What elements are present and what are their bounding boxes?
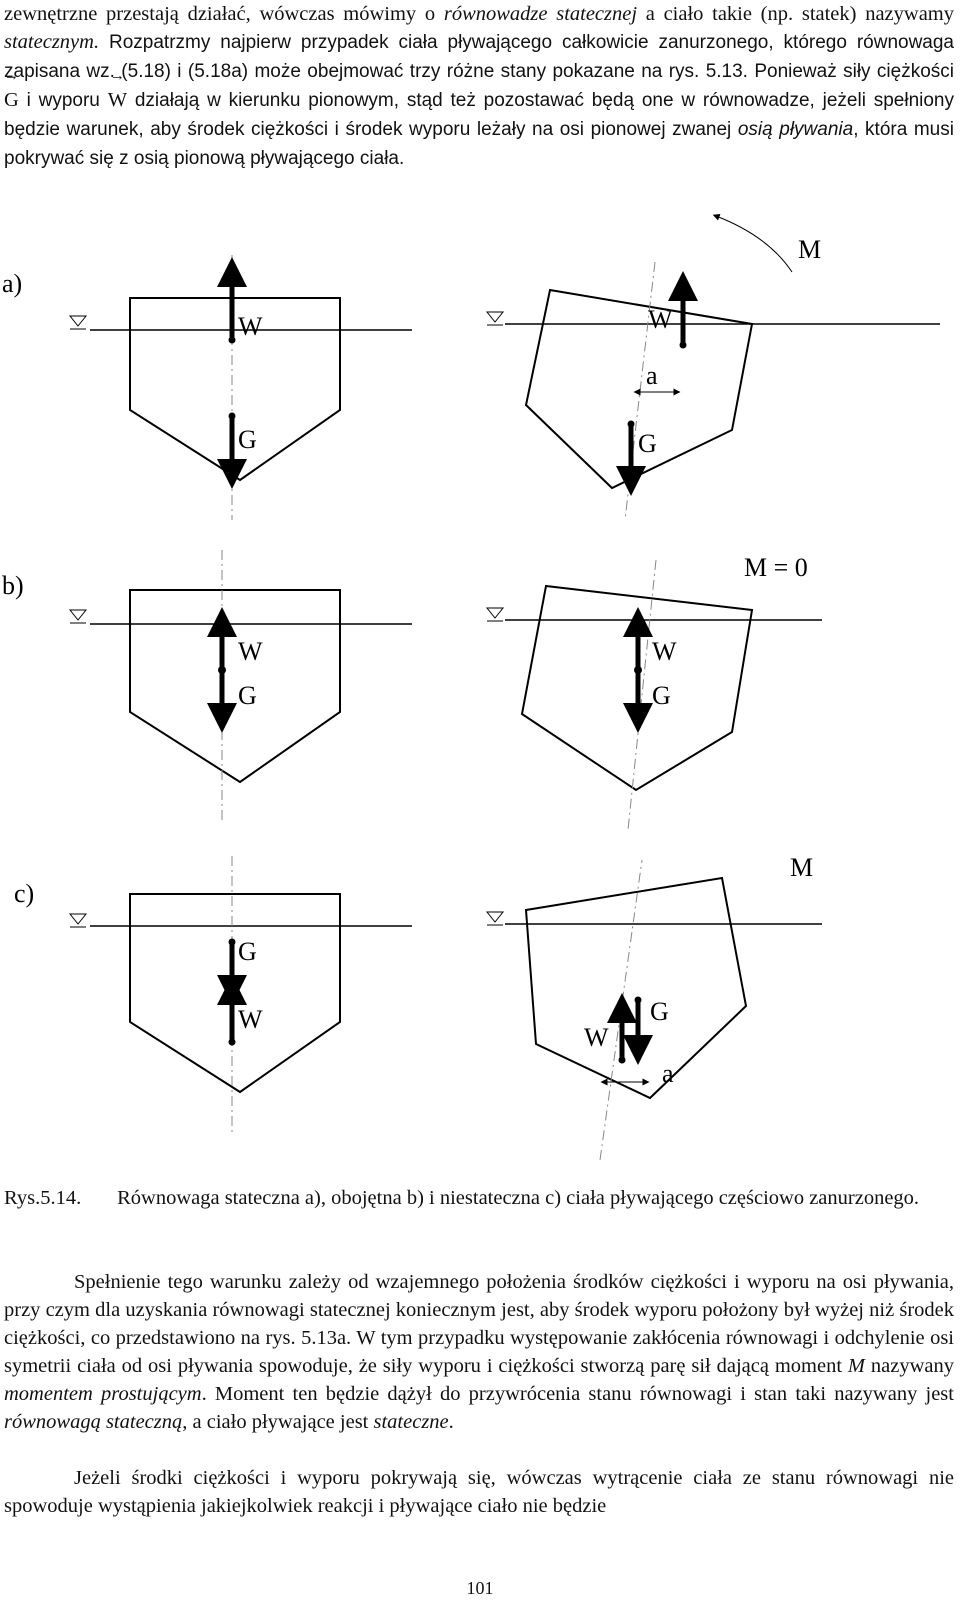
buoyancy-center-dot <box>618 1056 626 1064</box>
term-stable-equilibrium: równowagą stateczną <box>4 1411 183 1433</box>
equilibrium-figure: a) W G W a G M b) <box>2 213 940 1161</box>
gravity-center-dot <box>634 996 642 1004</box>
panel-label-b: b) <box>2 571 24 600</box>
label-m: M <box>798 235 821 264</box>
moment-arrow <box>712 213 793 273</box>
tilted-floating-body <box>524 876 748 1100</box>
label-g: G <box>238 937 257 966</box>
panel-label-a: a) <box>2 269 22 298</box>
tilted-floating-body <box>524 288 754 490</box>
intro-text-sans: Rozpatrzmy najpierw przypadek ciała pływ… <box>4 32 954 82</box>
intro-text: a ciało takie (np. statek) nazywamy <box>637 3 954 25</box>
term-floating-axis: osią pływania <box>737 119 854 140</box>
intro-text-sans: , która musi pokrywać się z osią pionową… <box>4 119 954 169</box>
body-text: , a ciało pływające jest <box>182 1411 374 1433</box>
body-text: nazywany <box>865 1355 954 1377</box>
label-g: G <box>238 681 257 710</box>
water-level-symbol <box>68 913 88 928</box>
tilted-floating-body <box>520 584 754 792</box>
intro-paragraph: zewnętrzne przestają działać, wówczas mó… <box>4 0 954 173</box>
figure-caption: Rys.5.14. Równowaga stateczna a), obojęt… <box>4 1184 954 1212</box>
coincident-centers-dot <box>634 666 642 674</box>
label-m-zero: M = 0 <box>744 553 808 582</box>
label-w: W <box>238 312 263 341</box>
buoyancy-center-dot <box>228 336 236 344</box>
label-g: G <box>638 429 657 458</box>
water-level-symbol <box>68 609 88 624</box>
vector-w-symbol: W <box>108 86 127 114</box>
water-level-symbol <box>485 311 505 326</box>
label-g: G <box>650 997 669 1026</box>
body-paragraph-2: Jeżeli środki ciężkości i wyporu pokrywa… <box>4 1464 954 1520</box>
intro-text: zewnętrzne przestają działać, wówczas mó… <box>4 3 444 25</box>
vector-g-symbol: G <box>4 86 19 114</box>
body-text: Jeżeli środki ciężkości i wyporu pokrywa… <box>4 1467 954 1517</box>
label-w: W <box>584 1023 609 1052</box>
body-text: . <box>448 1411 454 1433</box>
label-g: G <box>652 681 671 710</box>
symbol-m: M <box>847 1355 865 1377</box>
caption-label: Rys.5.14. <box>4 1187 82 1209</box>
intro-text-sans: Ponieważ siły ciężkości <box>747 61 954 82</box>
label-g: G <box>238 425 257 454</box>
page-number: 101 <box>466 1578 494 1598</box>
symmetry-axis-tilted <box>627 559 657 831</box>
floating-body <box>129 297 341 482</box>
term-stable: statecznym. <box>4 31 100 53</box>
term-righting-moment: momentem prostującym <box>4 1383 202 1405</box>
symmetry-axis-tilted <box>624 261 656 521</box>
caption-text: Równowaga stateczna a), obojętna b) i ni… <box>117 1187 920 1209</box>
water-level-symbol <box>485 607 505 622</box>
label-w: W <box>238 1005 263 1034</box>
label-w: W <box>652 637 677 666</box>
intro-text-sans: działają w kierunku pionowym, stąd też p… <box>4 90 955 140</box>
label-m: M <box>790 853 813 882</box>
water-level-symbol <box>68 315 88 330</box>
water-level-symbol <box>485 911 505 926</box>
buoyancy-center-dot <box>228 1038 236 1046</box>
body-text: . Moment ten będzie dążył do przywróceni… <box>201 1383 954 1405</box>
body-paragraph-1: Spełnienie tego warunku zależy od wzajem… <box>4 1268 954 1436</box>
body-text: Spełnienie tego warunku zależy od wzajem… <box>4 1271 954 1377</box>
gravity-center-dot <box>228 938 236 946</box>
intro-text-sans: i wyporu <box>18 90 108 111</box>
term-stable-equilibrium: równowadze statecznej <box>443 3 638 25</box>
gravity-center-dot <box>228 412 236 420</box>
gravity-center-dot <box>627 420 635 428</box>
label-w: W <box>238 637 263 666</box>
term-stable: stateczne <box>373 1411 449 1433</box>
coincident-centers-dot <box>218 666 226 674</box>
floating-body <box>129 893 341 1094</box>
label-a: a <box>646 361 658 390</box>
floating-body <box>129 589 341 784</box>
label-w: W <box>648 305 673 334</box>
panel-label-c: c) <box>14 879 34 908</box>
buoyancy-center-dot <box>679 341 687 349</box>
label-a: a <box>662 1059 674 1088</box>
